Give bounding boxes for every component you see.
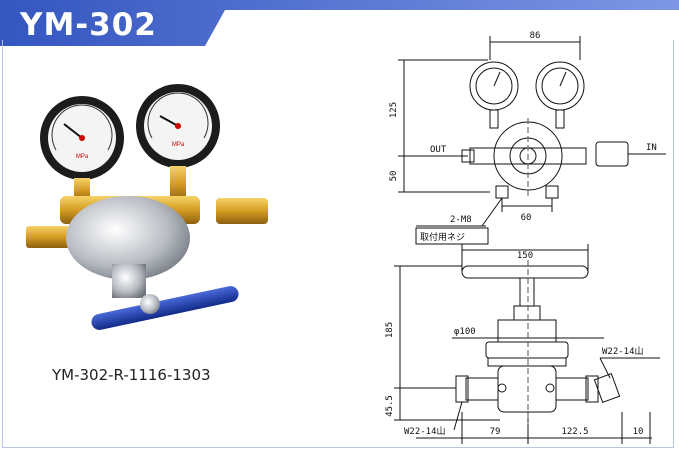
dim-height-lower: 50 — [389, 171, 399, 182]
dim-mount-spacing: 60 — [521, 213, 532, 223]
dim-handle: 150 — [517, 251, 533, 261]
right-connector — [216, 198, 268, 224]
content-frame — [2, 40, 674, 448]
dim-left: 79 — [490, 427, 501, 437]
label-mount: 取付用ネジ — [420, 232, 465, 243]
pressure-gauge-left: MPa — [40, 96, 124, 180]
thread-left: W22-14山 — [404, 426, 446, 437]
svg-text:MPa: MPa — [76, 154, 89, 160]
dim-base: 45.5 — [385, 395, 395, 417]
svg-text:MPa: MPa — [172, 142, 185, 148]
dim-right: 122.5 — [561, 427, 588, 437]
chrome-bonnet — [66, 196, 190, 280]
dim-height-upper: 125 — [389, 102, 399, 118]
label-out: OUT — [430, 145, 447, 155]
dim-width: 86 — [530, 31, 541, 41]
t-handle — [91, 286, 239, 330]
product-photo: MPa MPa — [26, 84, 268, 330]
technical-drawing: 86 125 50 OUT IN 60 2-M8 取付用ネジ 150 185 φ… — [385, 31, 666, 444]
dim-diameter: φ100 — [454, 327, 476, 337]
product-caption: YM-302-R-1116-1303 — [52, 366, 211, 384]
thread-right: W22-14山 — [602, 346, 644, 357]
pressure-gauge-right: MPa — [136, 84, 220, 168]
label-in: IN — [646, 143, 657, 153]
dim-end: 10 — [633, 427, 644, 437]
label-screws: 2-M8 — [450, 215, 472, 225]
dim-height: 185 — [385, 322, 395, 338]
header-bar — [0, 0, 679, 46]
left-connector — [26, 226, 76, 248]
model-title: YM-302 — [20, 7, 157, 43]
